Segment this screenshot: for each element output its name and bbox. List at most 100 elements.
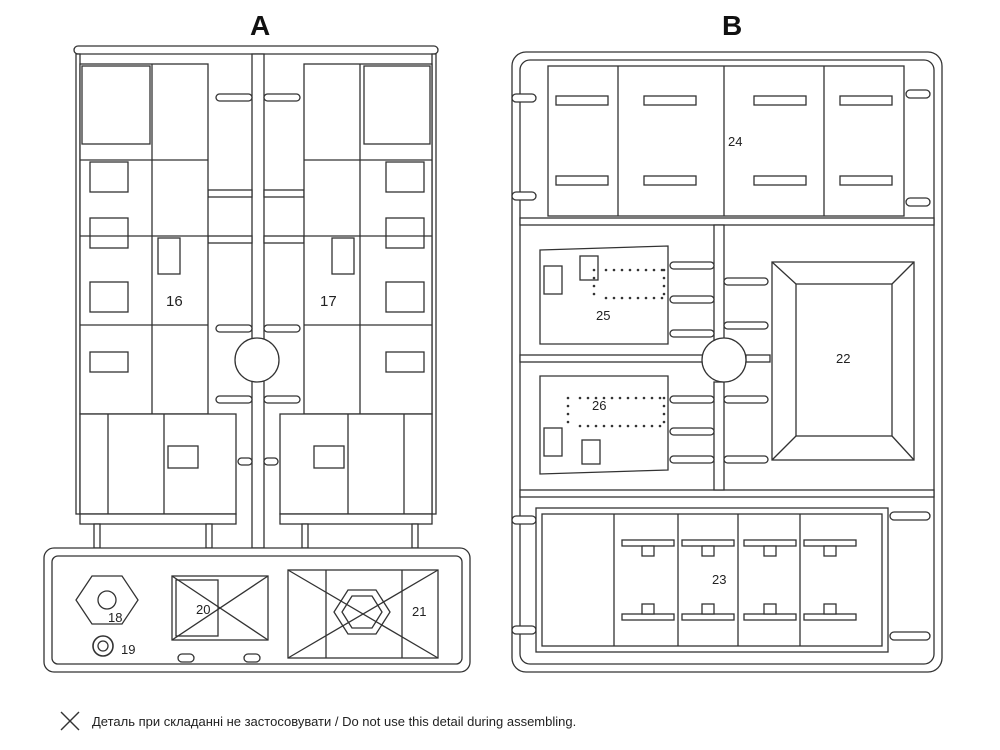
rivet-dot bbox=[634, 396, 638, 400]
part-24 bbox=[547, 65, 905, 217]
sprue-drawing: 16 17 18 19 20 21 22 23 24 25 26 bbox=[43, 45, 943, 673]
rivet-dot bbox=[566, 412, 570, 416]
rivet-dot bbox=[610, 396, 614, 400]
rivet-dot bbox=[592, 268, 596, 272]
part-22 bbox=[771, 261, 915, 461]
stud-bar bbox=[743, 539, 797, 547]
stud-bar bbox=[803, 613, 857, 621]
sprue-a-lower-bays bbox=[79, 413, 433, 525]
rivet-dot bbox=[642, 424, 646, 428]
rivet-dot bbox=[644, 296, 648, 300]
rivet-dot bbox=[662, 292, 666, 296]
label-part-16: 16 bbox=[166, 293, 183, 310]
legend-text: Деталь при складанні не застосовувати / … bbox=[92, 713, 577, 729]
rivet-dot bbox=[594, 424, 598, 428]
stud-bar bbox=[681, 613, 735, 621]
rivet-dot bbox=[662, 412, 666, 416]
sprue-title-b: B bbox=[722, 10, 743, 41]
rivet-dot bbox=[642, 396, 646, 400]
rivet-dot bbox=[662, 268, 666, 272]
sprue-a bbox=[43, 45, 471, 673]
rivet-dot bbox=[618, 424, 622, 428]
rivet-dot bbox=[658, 424, 662, 428]
stud-post bbox=[763, 603, 777, 615]
rivet-dot bbox=[592, 284, 596, 288]
rivet-dot bbox=[578, 424, 582, 428]
rivet-dot bbox=[660, 296, 664, 300]
rivet-dot bbox=[626, 424, 630, 428]
rivet-dot bbox=[628, 296, 632, 300]
label-part-25: 25 bbox=[596, 308, 610, 323]
sprue-a-top-runner bbox=[73, 45, 439, 55]
stud-post bbox=[701, 545, 715, 557]
rivet-dot bbox=[604, 268, 608, 272]
stud-post bbox=[641, 545, 655, 557]
rivet-dot bbox=[636, 268, 640, 272]
rivet-dot bbox=[628, 268, 632, 272]
stud-post bbox=[763, 545, 777, 557]
label-part-21: 21 bbox=[412, 604, 426, 619]
sprue-b-connectors bbox=[669, 261, 769, 464]
rivet-dot bbox=[586, 424, 590, 428]
label-part-23: 23 bbox=[712, 572, 726, 587]
rivet-dot bbox=[620, 296, 624, 300]
part-23-studs bbox=[621, 539, 857, 621]
rivet-dot bbox=[594, 396, 598, 400]
rivet-dot bbox=[586, 396, 590, 400]
part-23 bbox=[535, 507, 889, 653]
rivet-dot bbox=[602, 424, 606, 428]
label-part-24: 24 bbox=[728, 134, 742, 149]
rivet-dot bbox=[578, 396, 582, 400]
rivet-dot bbox=[644, 268, 648, 272]
part-26-rivets bbox=[566, 396, 666, 428]
label-part-26: 26 bbox=[592, 398, 606, 413]
rivet-dot bbox=[612, 268, 616, 272]
rivet-dot bbox=[620, 268, 624, 272]
part-19 bbox=[92, 635, 114, 657]
rivet-dot bbox=[612, 296, 616, 300]
sprue-b-gate-hub bbox=[701, 337, 747, 383]
rivet-dot bbox=[634, 424, 638, 428]
stud-bar bbox=[681, 539, 735, 547]
rivet-dot bbox=[662, 420, 666, 424]
stud-bar bbox=[621, 613, 675, 621]
rivet-dot bbox=[566, 420, 570, 424]
rivet-dot bbox=[662, 396, 666, 400]
rivet-dot bbox=[662, 404, 666, 408]
rivet-dot bbox=[610, 424, 614, 428]
stud-post bbox=[823, 545, 837, 557]
stud-bar bbox=[621, 539, 675, 547]
stud-bar bbox=[743, 613, 797, 621]
rivet-dot bbox=[626, 396, 630, 400]
rivet-dot bbox=[602, 396, 606, 400]
part-18 bbox=[75, 575, 139, 625]
rivet-dot bbox=[618, 396, 622, 400]
stud-post bbox=[701, 603, 715, 615]
rivet-dot bbox=[566, 396, 570, 400]
label-part-18: 18 bbox=[108, 610, 122, 625]
rivet-dot bbox=[604, 296, 608, 300]
rivet-dot bbox=[652, 268, 656, 272]
sprue-b bbox=[511, 51, 943, 673]
label-part-22: 22 bbox=[836, 351, 850, 366]
part-16 bbox=[79, 63, 209, 415]
part-26 bbox=[539, 375, 669, 475]
rivet-dot bbox=[650, 424, 654, 428]
rivet-dot bbox=[636, 296, 640, 300]
part-25-rivets bbox=[592, 268, 666, 300]
stud-post bbox=[641, 603, 655, 615]
rivet-dot bbox=[652, 296, 656, 300]
label-part-20: 20 bbox=[196, 602, 210, 617]
rivet-dot bbox=[658, 396, 662, 400]
sprue-title-a: A bbox=[250, 10, 271, 41]
rivet-dot bbox=[566, 404, 570, 408]
rivet-dot bbox=[650, 396, 654, 400]
rivet-dot bbox=[660, 268, 664, 272]
legend: Деталь при складанні не застосовувати / … bbox=[58, 706, 576, 736]
stud-bar bbox=[803, 539, 857, 547]
sprue-a-center-runner bbox=[251, 53, 265, 549]
rivet-dot bbox=[662, 284, 666, 288]
rivet-dot bbox=[592, 276, 596, 280]
label-part-17: 17 bbox=[320, 293, 337, 310]
